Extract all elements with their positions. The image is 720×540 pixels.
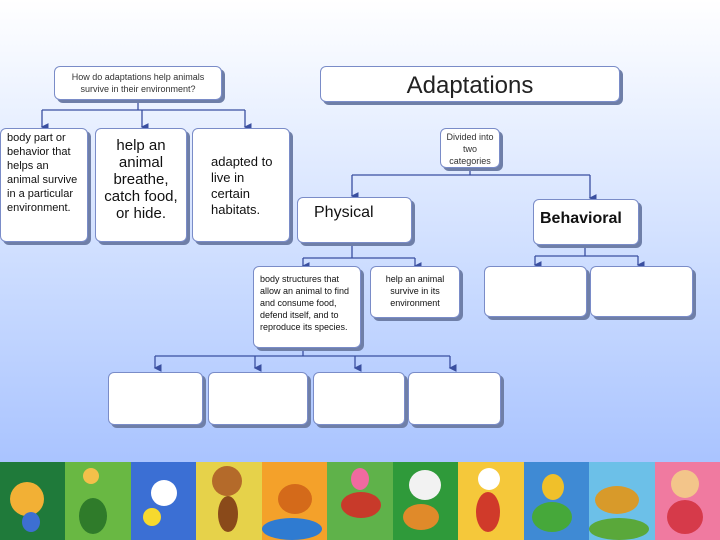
- lion-tile: [392, 462, 459, 540]
- title-box: Adaptations: [320, 66, 620, 102]
- chef-tile: [458, 462, 524, 540]
- divided-text: Divided into two categories: [446, 132, 494, 166]
- giraffe-tile: [65, 462, 131, 540]
- physical-example-box: [208, 372, 308, 425]
- kid-tile: [654, 462, 720, 540]
- behavioral-label: Behavioral: [540, 210, 622, 227]
- physical-box: Physical: [297, 197, 412, 243]
- panda-tile: [130, 462, 197, 540]
- purpose-text: help an animal breathe, catch food, or h…: [104, 137, 178, 222]
- definition-text: body part or behavior that helps an anim…: [7, 132, 78, 214]
- physical-example-box: [408, 372, 501, 425]
- physical-description-text: body structures that allow an animal to …: [260, 274, 350, 332]
- behavioral-example-box: [484, 266, 587, 317]
- behavioral-box: Behavioral: [533, 199, 639, 245]
- habitat-text: adapted to live in certain habitats.: [211, 154, 273, 217]
- page-title: Adaptations: [406, 72, 534, 99]
- cow-tile: [589, 462, 655, 540]
- physical-label: Physical: [314, 204, 374, 221]
- animal-illustration-strip: [0, 462, 720, 540]
- jungle-tile: [0, 462, 66, 540]
- physical-example-box: [313, 372, 405, 425]
- turtle-tile: [327, 462, 393, 540]
- divided-box: Divided into two categories: [440, 128, 500, 168]
- behavioral-example-box: [590, 266, 693, 317]
- physical-example-box: [108, 372, 203, 425]
- question-box: How do adaptations help animals survive …: [54, 66, 222, 100]
- definition-box: body part or behavior that helps an anim…: [0, 128, 88, 242]
- behavioral-description-box: help an animal survive in its environmen…: [370, 266, 460, 318]
- fox-tile: [261, 462, 328, 540]
- monkey-tile: [196, 462, 262, 540]
- physical-description-box: body structures that allow an animal to …: [253, 266, 361, 348]
- purpose-box: help an animal breathe, catch food, or h…: [95, 128, 187, 242]
- parrot-tile: [523, 462, 590, 540]
- question-text: How do adaptations help animals survive …: [71, 72, 205, 94]
- behavioral-description-text: help an animal survive in its environmen…: [385, 274, 445, 308]
- habitat-box: adapted to live in certain habitats.: [192, 128, 290, 242]
